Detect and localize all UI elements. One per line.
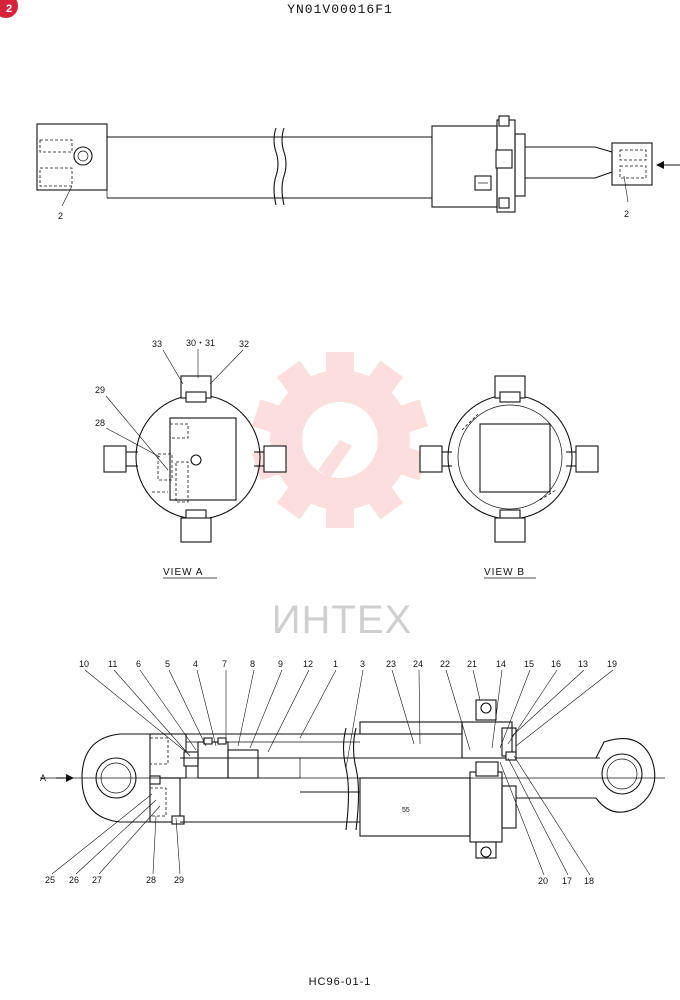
section-view: 55 A bbox=[40, 699, 665, 859]
view-a-lug-left bbox=[103, 445, 138, 473]
view-a-callout-33: 33 bbox=[152, 339, 162, 349]
top-callout-2-left: 2 bbox=[58, 211, 63, 221]
gear-tooth bbox=[326, 498, 354, 528]
drawing-code: YN01V00016F1 bbox=[287, 2, 393, 17]
callout-25: 25 bbox=[45, 875, 55, 885]
gear-tooth bbox=[276, 478, 318, 520]
view-a-callout-28: 28 bbox=[95, 418, 105, 428]
gear-tooth bbox=[362, 478, 404, 520]
callout-18: 18 bbox=[584, 876, 594, 886]
gear-tooth bbox=[362, 360, 404, 402]
view-b-lug-top bbox=[494, 375, 526, 403]
callout-26: 26 bbox=[69, 875, 79, 885]
page-code: HC96-01-1 bbox=[308, 976, 372, 988]
view-b: VIEW B bbox=[419, 375, 599, 579]
callout-6: 6 bbox=[136, 659, 141, 669]
view-a-lug-bottom bbox=[180, 509, 212, 543]
callout-20: 20 bbox=[538, 876, 548, 886]
view-a-lug-top bbox=[180, 375, 212, 403]
callout-7: 7 bbox=[222, 659, 227, 669]
callout-22: 22 bbox=[440, 659, 450, 669]
section-callouts-bottom-left: 25 26 27 28 29 bbox=[45, 793, 184, 885]
view-a-callout-30-31: 30・31 bbox=[186, 338, 215, 348]
callout-4: 4 bbox=[193, 659, 198, 669]
callout-23: 23 bbox=[386, 659, 396, 669]
callout-28b: 28 bbox=[146, 875, 156, 885]
view-a-title: VIEW A bbox=[163, 567, 203, 578]
callout-27: 27 bbox=[92, 875, 102, 885]
callout-12: 12 bbox=[303, 659, 313, 669]
view-a-callout-32: 32 bbox=[239, 339, 249, 349]
svg-text:55: 55 bbox=[402, 807, 410, 814]
watermark-text: ИНТЕХ bbox=[271, 598, 413, 642]
callout-14: 14 bbox=[496, 659, 506, 669]
section-arrow-label: A bbox=[40, 773, 46, 783]
view-a-lug-right bbox=[254, 445, 287, 473]
callout-5: 5 bbox=[165, 659, 170, 669]
section-callouts-bottom-right: 20 17 18 bbox=[499, 755, 594, 886]
view-b-lug-right bbox=[566, 445, 599, 473]
callout-10: 10 bbox=[79, 659, 89, 669]
callout-3: 3 bbox=[360, 659, 365, 669]
callout-9: 9 bbox=[278, 659, 283, 669]
watermark-gear-icon bbox=[251, 352, 429, 528]
section-callouts-top: 10 11 6 5 4 7 8 9 12 1 3 23 24 bbox=[79, 659, 617, 769]
callout-21: 21 bbox=[467, 659, 477, 669]
callout-13: 13 bbox=[578, 659, 588, 669]
callout-17: 17 bbox=[562, 876, 572, 886]
callout-19: 19 bbox=[607, 659, 617, 669]
view-b-lug-left bbox=[419, 445, 452, 473]
view-a: VIEW A 33 30・31 32 29 28 bbox=[95, 338, 287, 579]
gear-tooth bbox=[251, 399, 290, 436]
callout-15: 15 bbox=[524, 659, 534, 669]
view-b-title: VIEW B bbox=[484, 567, 525, 578]
callout-11: 11 bbox=[108, 659, 117, 669]
top-callout-2-right: 2 bbox=[624, 209, 629, 219]
callout-24: 24 bbox=[413, 659, 423, 669]
top-view-cylinder: 2 2 bbox=[36, 115, 680, 221]
callout-8: 8 bbox=[250, 659, 255, 669]
callout-1: 1 bbox=[333, 659, 338, 669]
view-b-lug-bottom bbox=[494, 509, 526, 543]
gear-tooth bbox=[390, 444, 429, 481]
gear-tooth bbox=[326, 352, 354, 382]
gear-tooth bbox=[390, 399, 429, 436]
callout-16: 16 bbox=[551, 659, 561, 669]
gear-tooth bbox=[276, 360, 318, 402]
page-badge: 2 bbox=[0, 0, 18, 18]
view-a-callout-29: 29 bbox=[95, 385, 105, 395]
callout-29b: 29 bbox=[174, 875, 184, 885]
